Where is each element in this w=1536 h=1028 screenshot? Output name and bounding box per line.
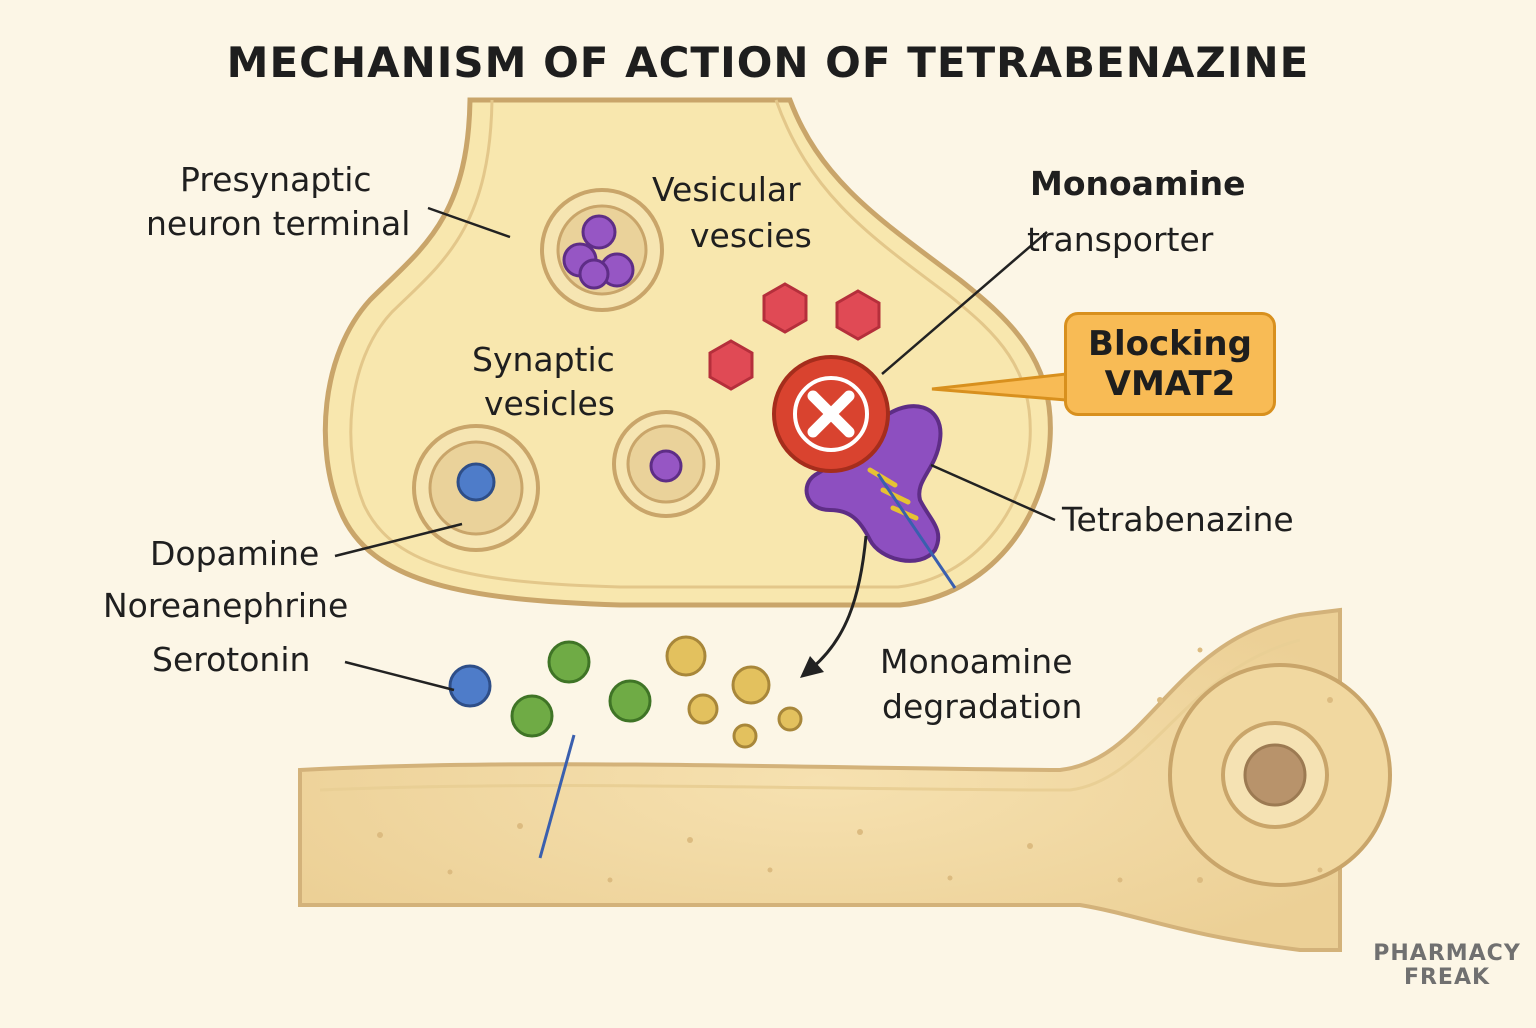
label-presynaptic: Presynaptic — [180, 160, 372, 199]
label-tetrabenazine: Tetrabenazine — [1062, 500, 1294, 539]
green-molecule — [547, 640, 591, 684]
label-monoamine: Monoamine — [1030, 164, 1246, 203]
vmat2-transporter-icon — [804, 404, 943, 563]
label-synaptic: Synaptic — [472, 340, 615, 379]
label-monoamine-degradation-2: degradation — [882, 687, 1083, 726]
label-norepinephrine: Noreanephrine — [103, 586, 349, 625]
gold-molecule — [665, 635, 707, 677]
texture-dots — [377, 647, 1333, 883]
page-title: MECHANISM OF ACTION OF TETRABENAZINE — [226, 38, 1310, 87]
degradation-arrow — [800, 535, 868, 678]
callout-line-2: VMAT2 — [1104, 364, 1236, 404]
hexagon-molecule-icon — [762, 282, 808, 334]
label-vesicles: vesicles — [484, 384, 616, 423]
vesicle-left — [412, 424, 540, 552]
green-molecule — [510, 694, 554, 738]
gold-molecule — [777, 706, 803, 732]
purple-molecule — [578, 258, 610, 290]
transporter-line — [876, 473, 957, 589]
hexagon-molecule-icon — [835, 289, 881, 341]
leader-lines — [334, 206, 1056, 692]
purple-molecule — [581, 214, 617, 250]
label-vesicular: Vesicular — [652, 170, 801, 209]
gold-molecule — [687, 693, 719, 725]
vesicle-middle — [612, 410, 720, 518]
blue-molecule — [448, 664, 492, 708]
logo-line-1: PHARMACY — [1373, 941, 1521, 966]
nucleolus — [1243, 743, 1307, 807]
membrane-line — [538, 734, 576, 859]
logo-line-2: FREAK — [1403, 965, 1491, 991]
drug-molecules — [708, 282, 881, 391]
purple-molecule — [649, 449, 683, 483]
x-circle-icon — [772, 355, 890, 473]
gold-molecule — [732, 723, 758, 749]
label-vescies: vescies — [690, 216, 812, 255]
label-neuron-terminal: neuron terminal — [146, 204, 411, 243]
callout-blocking-vmat2: Blocking VMAT2 — [1064, 312, 1276, 416]
gold-molecule — [731, 665, 771, 705]
released-molecules — [448, 635, 803, 749]
label-serotonin: Serotonin — [152, 640, 311, 679]
label-monoamine-degradation-1: Monoamine — [880, 642, 1073, 681]
vesicle-top — [540, 188, 664, 312]
blue-molecule — [456, 462, 496, 502]
green-molecule — [608, 679, 652, 723]
postsynaptic-neuron — [298, 607, 1392, 952]
label-dopamine: Dopamine — [150, 534, 320, 573]
brand-logo: PHARMACY FREAK — [1362, 941, 1532, 991]
label-transporter: transporter — [1027, 220, 1214, 259]
callout-line-1: Blocking — [1088, 323, 1252, 364]
hexagon-molecule-icon — [708, 339, 754, 391]
